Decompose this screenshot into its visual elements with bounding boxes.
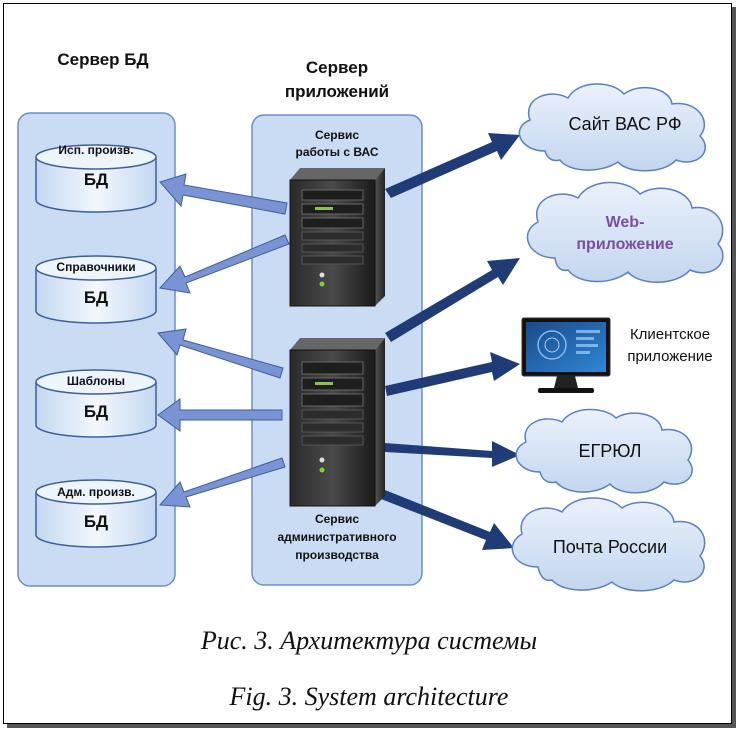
db-server-title: Сервер БД [57,50,149,69]
service-admin-label: Сервис административного производства [252,510,422,564]
service-admin-line3: производства [295,548,379,562]
client-app-line2: приложение [627,348,713,365]
client-app-line1: Клиентское [629,326,711,343]
caption-en: Fig. 3. System architecture [229,682,509,711]
arrow-to-client [385,352,520,396]
database-cylinder-4 [35,479,157,548]
app-server-title-line1: Сервер [305,58,369,77]
cloud-icon [518,83,706,172]
arrow-to-site [385,133,520,198]
db-name-4: Адм. произв. [57,485,135,499]
service-admin-line1: Сервис [314,512,360,526]
db-name-2: Справочники [56,260,136,274]
arrow-to-web [385,258,520,342]
web-app-label: Web- приложение [545,212,705,256]
database-cylinder-2 [35,255,157,324]
egrul-label: ЕГРЮЛ [578,441,642,461]
db-name-3: Шаблоны [66,374,126,388]
arrow-to-post [381,490,514,550]
service-vas-line2: работы с ВАС [295,145,379,159]
db-label-1: БД [83,170,109,189]
arrow-to-db-4 [157,398,283,432]
service-admin-line2: административного [277,530,397,544]
db-name-1: Исп. произв. [58,143,134,157]
app-server-title-line2: приложений [284,82,390,101]
cloud-icon [511,497,706,592]
database-cylinder-3 [35,369,157,438]
db-label-3: БД [83,402,109,421]
server-tower-icon [289,168,385,307]
service-vas-label: Сервис работы с ВАС [262,127,412,161]
site-vas-label: Сайт ВАС РФ [568,114,682,134]
app-server-title: Сервер приложений [252,56,422,104]
web-app-line2: приложение [576,236,674,253]
caption-ru: Рис. 3. Архитектура системы [200,626,538,655]
post-label: Почта России [552,537,668,557]
arrow-to-db-3 [157,328,284,379]
service-vas-line1: Сервис [314,128,360,142]
arrow-to-db-2 [159,234,290,294]
web-app-line1: Web- [605,214,645,231]
server-tower-icon [289,338,385,507]
client-app-label: Клиентское приложение [612,324,728,368]
arrow-to-db-1 [159,173,288,215]
database-cylinder-1 [35,144,157,213]
cloud-icon [515,408,693,494]
db-label-4: БД [83,512,109,531]
cloud-icon [526,181,724,283]
arrow-to-egrul [385,441,520,467]
arrow-to-db-5 [158,457,286,508]
db-label-2: БД [83,288,109,307]
monitor-icon [521,317,611,393]
